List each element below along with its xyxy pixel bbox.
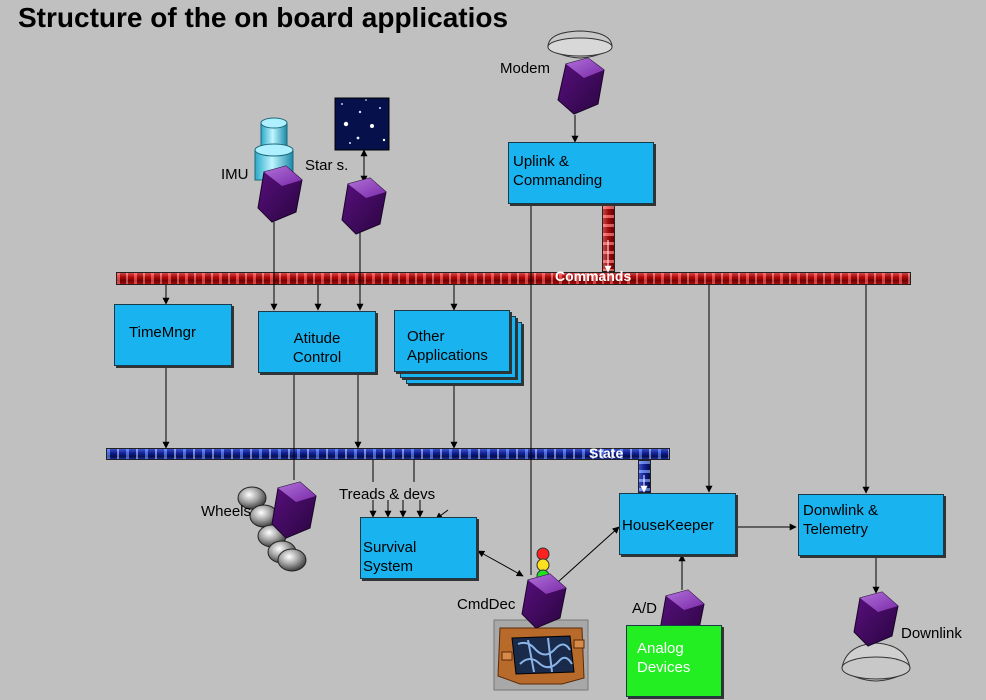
uplink-line-2: Commanding [513, 172, 603, 189]
commands-bus-label: Commands [555, 268, 632, 284]
ad-label: A/D [632, 600, 658, 617]
downlink-telemetry-line-2: Telemetry [803, 521, 869, 538]
analog-devices-box: Analog Devices [626, 625, 722, 697]
uplink-line-1: Uplink & [513, 153, 569, 170]
cmddec-label: CmdDec [457, 596, 516, 613]
other-applications-box: Other Applications [394, 310, 510, 372]
state-bus [106, 448, 670, 460]
page-title: Structure of the on board applicatios [18, 2, 509, 33]
analog-line-2: Devices [637, 659, 691, 676]
other-line-2: Applications [407, 347, 488, 364]
state-bus-label: State [589, 445, 624, 461]
attitude-line-2: Control [292, 349, 342, 366]
downlink-label: Downlink [901, 625, 962, 642]
housekeeper-box: HouseKeeper [619, 493, 736, 555]
housekeeper-label: HouseKeeper [622, 517, 714, 534]
imu-label: IMU [221, 166, 249, 183]
star-sensor-icon [334, 97, 390, 151]
modem-antenna-icon [547, 30, 613, 59]
cmddec-cube-icon [521, 573, 567, 629]
survival-line-1: Survival [363, 539, 417, 556]
modem-label: Modem [500, 60, 551, 77]
downlink-antenna-icon [841, 642, 911, 682]
timemngr-label: TimeMngr [129, 324, 196, 341]
wheels-icon [237, 486, 307, 572]
analog-line-1: Analog [637, 640, 684, 657]
imu-cube-icon [257, 165, 303, 223]
cmddec-network-icon [493, 619, 589, 691]
uplink-commanding-box: Uplink & Commanding [508, 142, 654, 204]
star-sensor-cube-icon [341, 177, 387, 235]
downlink-telemetry-line-1: Donwlink & [803, 502, 879, 519]
survival-line-2: System [363, 558, 414, 575]
wheels-label: Wheels [201, 503, 252, 520]
star-sensor-label: Star s. [305, 157, 349, 174]
attitude-control-box: Atitude Control [258, 311, 376, 373]
attitude-line-1: Atitude [293, 330, 341, 347]
treads-label: Treads & devs [339, 486, 436, 503]
survival-system-box: Survival System [360, 517, 477, 579]
imu-icon [254, 117, 294, 181]
timemngr-box: TimeMngr [114, 304, 232, 366]
other-line-1: Other [407, 328, 445, 345]
modem-cube-icon [557, 57, 605, 115]
commands-bus [116, 272, 911, 285]
downlink-cube-icon [853, 591, 899, 647]
wheels-cube-icon [271, 481, 317, 539]
downlink-telemetry-box: Donwlink & Telemetry [798, 494, 944, 556]
